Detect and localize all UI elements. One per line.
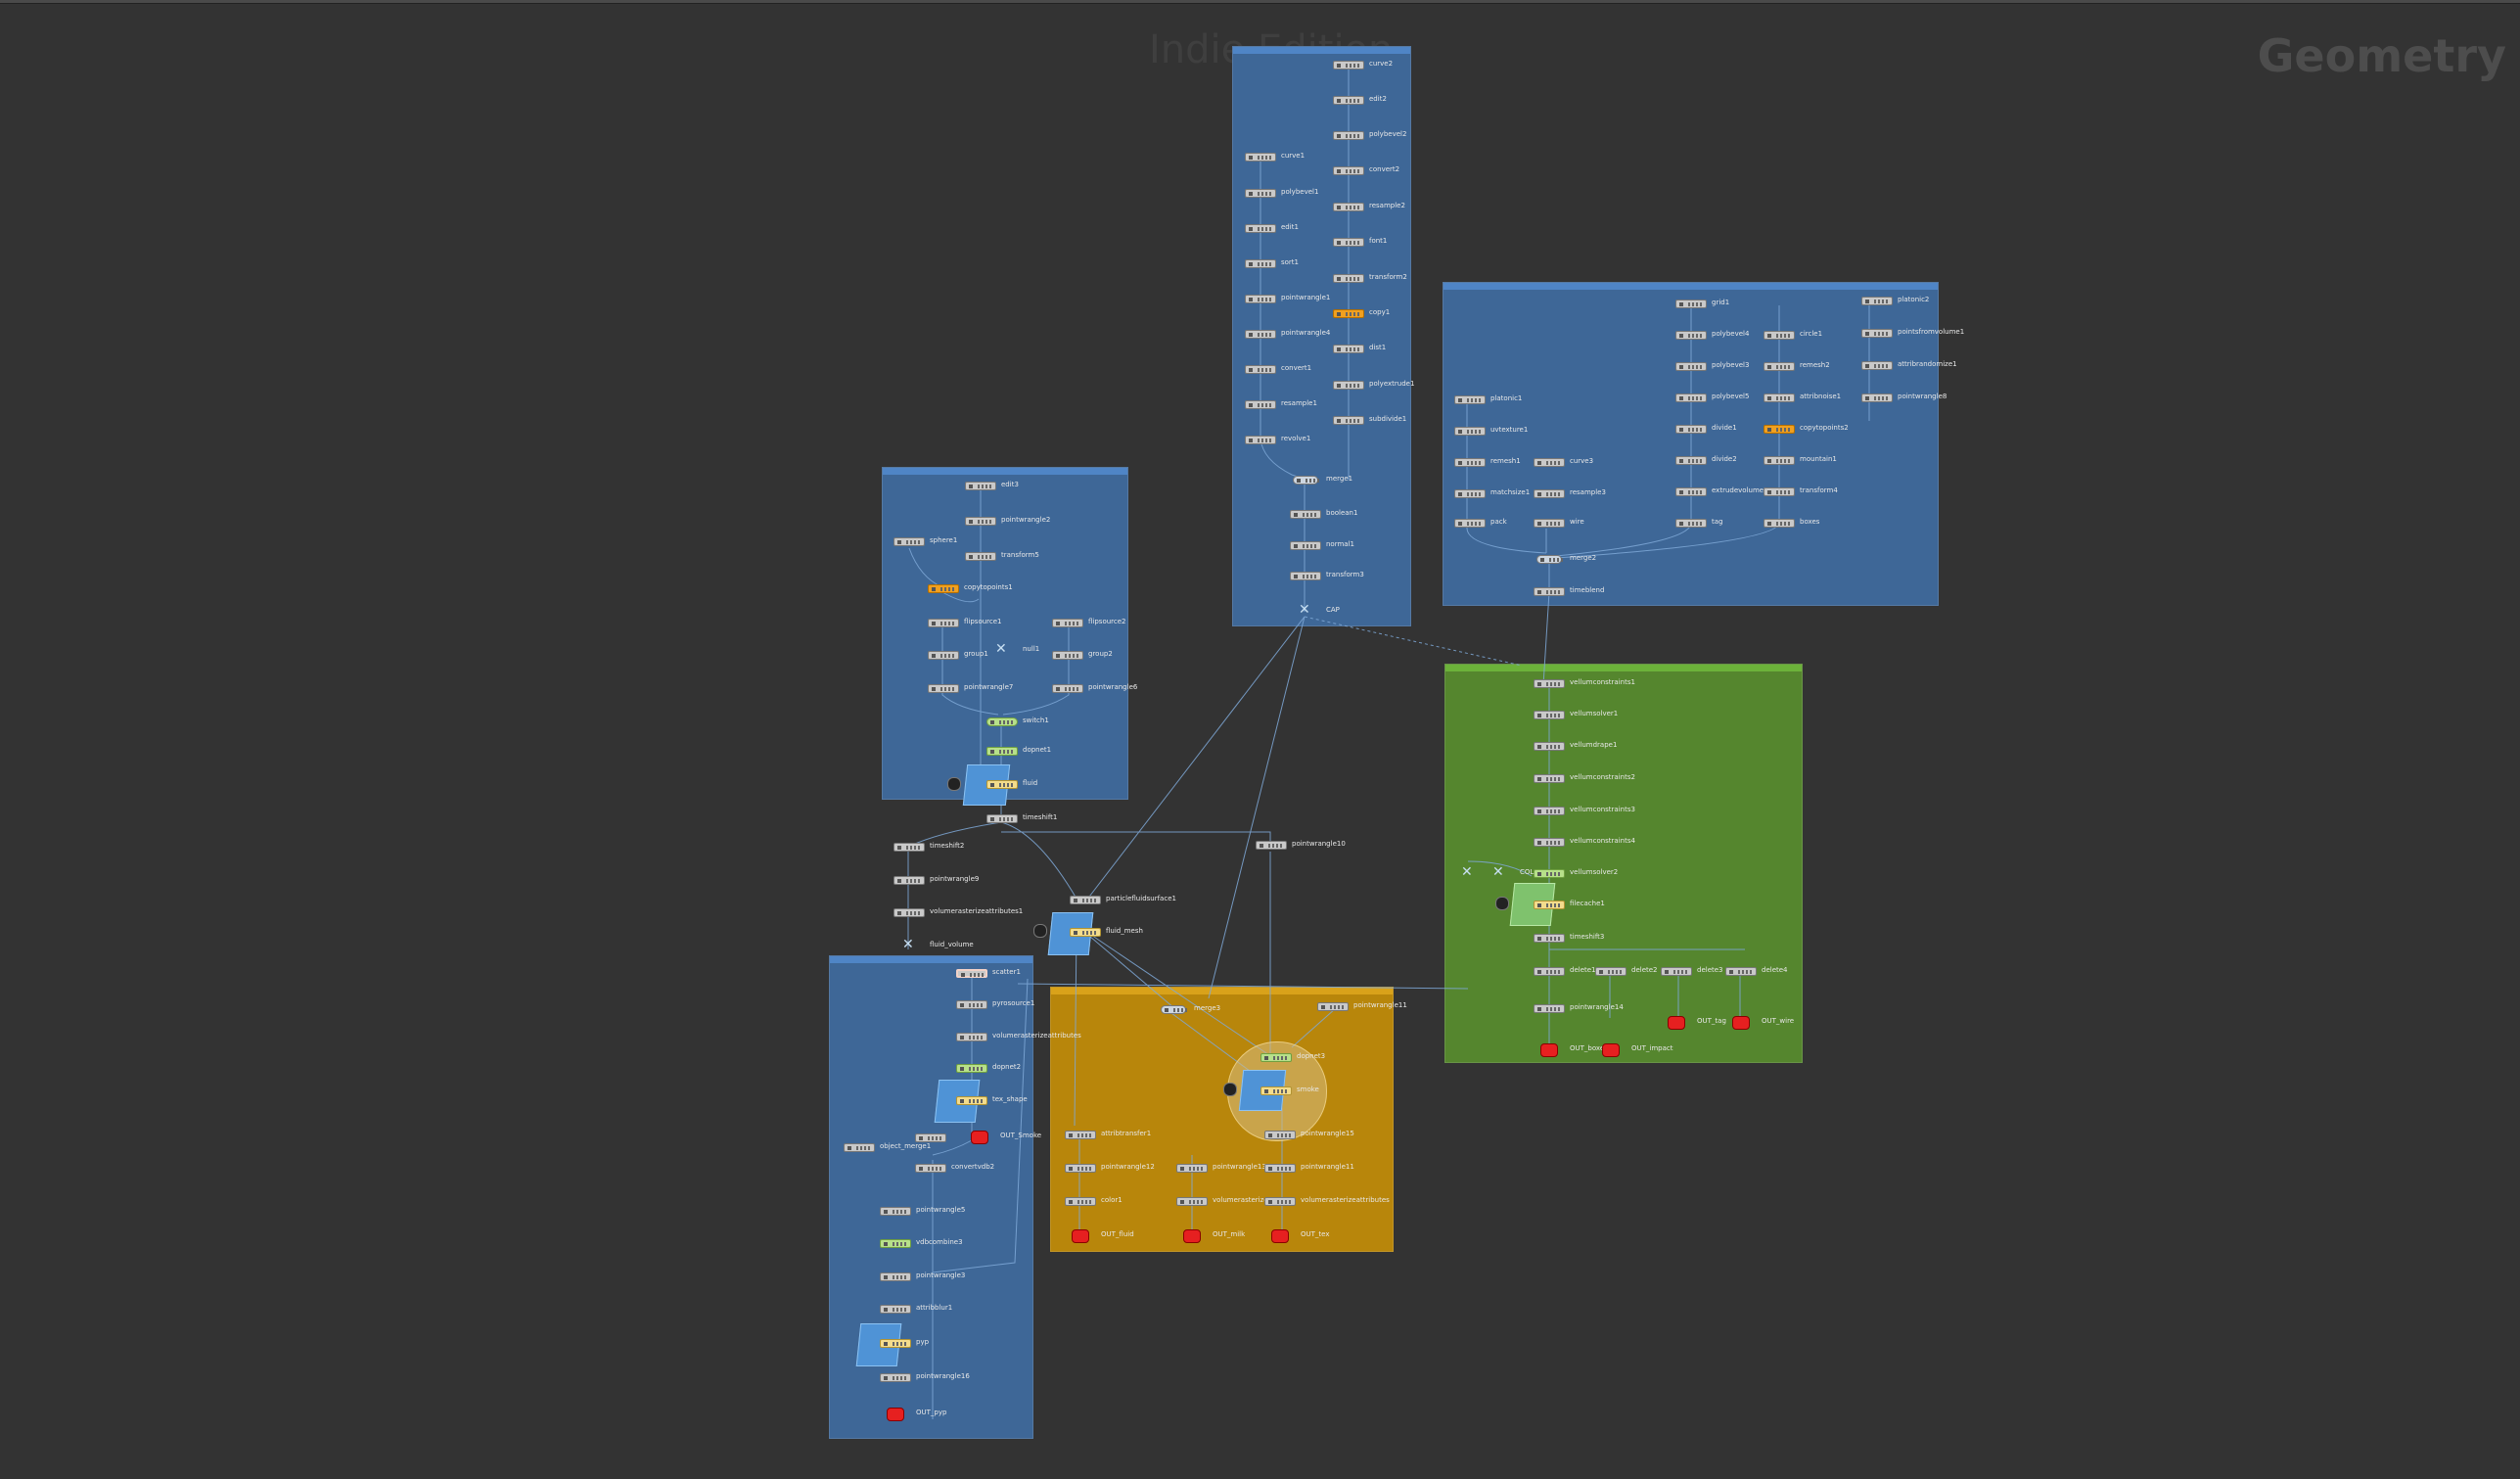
box-render[interactable] <box>1050 987 1394 1252</box>
fluid-mesh-dot-icon <box>1033 924 1047 938</box>
smoke-dot-icon <box>1223 1083 1237 1096</box>
network-context-label: Geometry <box>2257 29 2506 82</box>
box-simulation[interactable] <box>1444 664 1803 1063</box>
box-emitter[interactable] <box>882 467 1128 800</box>
top-border <box>0 0 2520 4</box>
box-columns[interactable] <box>1232 46 1411 626</box>
filecache-dot-icon <box>1495 897 1509 910</box>
bypass-dot-icon <box>947 777 961 791</box>
